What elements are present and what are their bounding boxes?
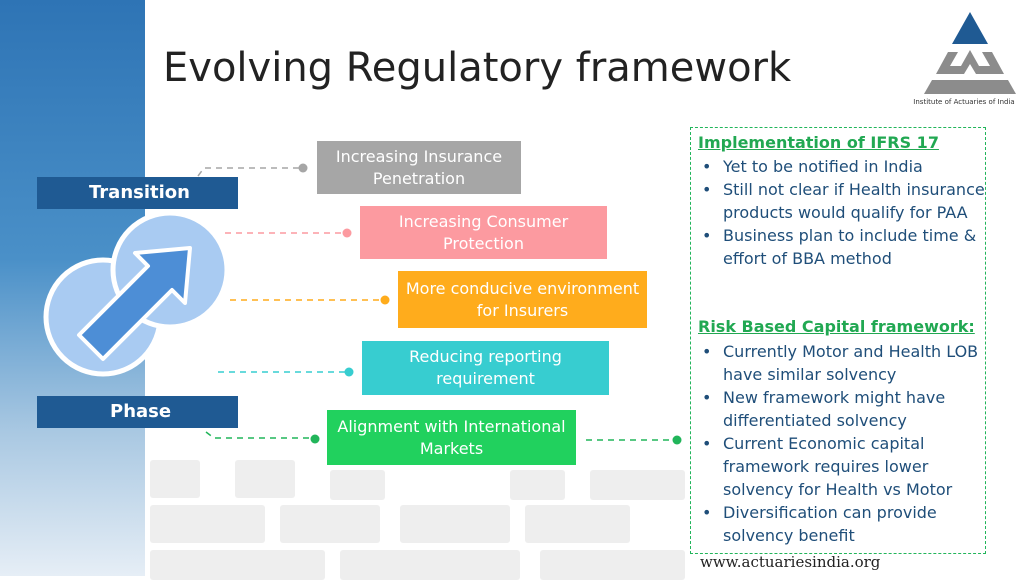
rbc-heading: Risk Based Capital framework:	[698, 317, 975, 336]
list-item: Currently Motor and Health LOB have simi…	[698, 340, 988, 386]
list-item: Yet to be notified in India	[698, 155, 988, 178]
watermark-tile	[510, 470, 565, 500]
connector-dot	[310, 434, 320, 444]
box-consumer-protection: Increasing Consumer Protection	[360, 206, 607, 259]
connector-line-alignment-left	[205, 431, 314, 439]
ifrs-bullet-list: Yet to be notified in India Still not cl…	[698, 155, 988, 270]
list-item: New framework might have differentiated …	[698, 386, 988, 432]
list-item: Still not clear if Health insurance prod…	[698, 178, 988, 224]
connector-dot	[344, 367, 354, 377]
footer-url: www.actuariesindia.org	[700, 553, 881, 571]
box-insurance-penetration: Increasing Insurance Penetration	[317, 141, 521, 194]
box-conducive-environment: More conducive environment for Insurers	[398, 271, 647, 328]
box-international-alignment: Alignment with International Markets	[327, 410, 576, 465]
logo-caption: Institute of Actuaries of India	[913, 98, 1015, 106]
diagonal-arrow-icon	[77, 246, 192, 361]
watermark-tile	[590, 470, 685, 500]
watermark-tile	[400, 505, 510, 543]
list-item: Current Economic capital framework requi…	[698, 432, 988, 501]
transition-phase-icon	[43, 210, 230, 377]
rbc-bullet-list: Currently Motor and Health LOB have simi…	[698, 340, 988, 547]
connector-dot	[298, 163, 308, 173]
list-item: Business plan to include time & effort o…	[698, 224, 988, 270]
watermark-tile	[150, 460, 200, 498]
connector-dot	[380, 295, 390, 305]
connector-dot	[342, 228, 352, 238]
ifrs-heading: Implementation of IFRS 17	[698, 133, 939, 152]
watermark-tile	[340, 550, 520, 580]
box-reducing-reporting: Reducing reporting requirement	[362, 341, 609, 395]
watermark-tile	[540, 550, 685, 580]
connector-line-penetration	[197, 167, 300, 177]
watermark-tile	[150, 505, 265, 543]
transition-tab: Transition	[37, 177, 238, 209]
page-title: Evolving Regulatory framework	[163, 45, 792, 91]
list-item: Diversification can provide solvency ben…	[698, 501, 988, 547]
watermark-tile	[235, 460, 295, 498]
connector-dot	[672, 435, 682, 445]
watermark-tile	[150, 550, 325, 580]
iai-logo-icon	[924, 12, 1016, 94]
watermark-tile	[525, 505, 630, 543]
watermark-tile	[280, 505, 380, 543]
phase-tab: Phase	[37, 396, 238, 428]
watermark-tile	[330, 470, 385, 500]
